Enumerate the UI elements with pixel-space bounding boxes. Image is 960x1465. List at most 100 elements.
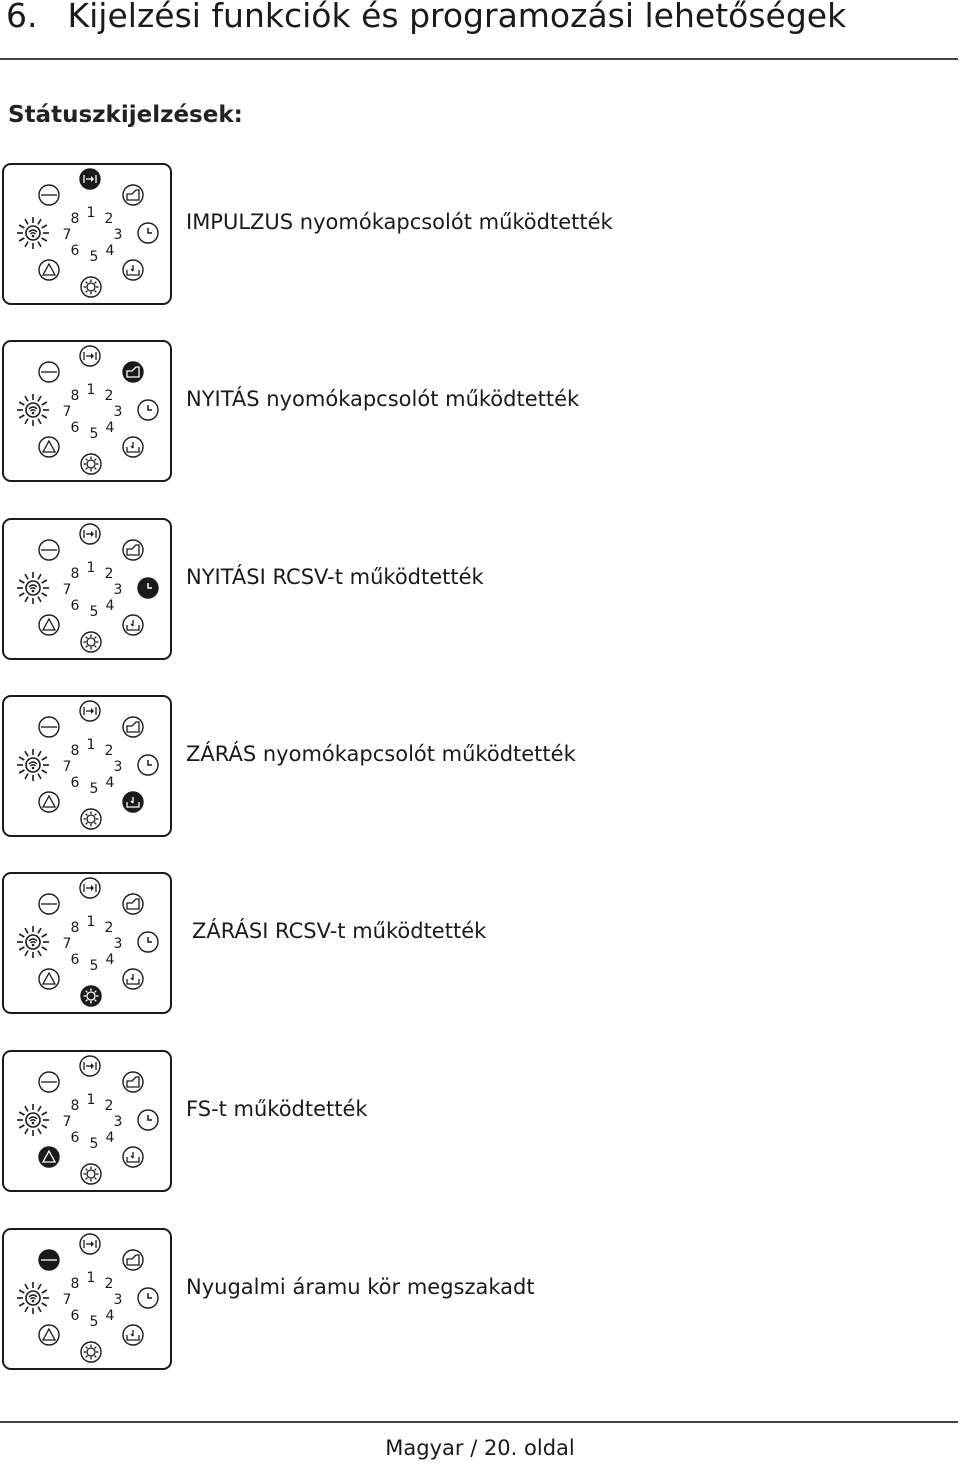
digit-label: 2 xyxy=(105,1276,114,1292)
digit-label: 6 xyxy=(71,243,80,259)
minus-circle-icon xyxy=(38,1071,60,1093)
status-caption: FS-t működtették xyxy=(186,1097,368,1121)
digit-label: 4 xyxy=(106,420,115,436)
gear-sun-icon xyxy=(80,276,102,298)
digit-label: 7 xyxy=(63,1114,72,1130)
gear-sun-icon xyxy=(80,985,102,1007)
digit-label: 1 xyxy=(87,737,96,753)
digit-label: 8 xyxy=(71,388,80,404)
digit-label: 5 xyxy=(90,958,99,974)
triangle-icon xyxy=(38,791,60,813)
digit-label: 6 xyxy=(71,420,80,436)
digit-label: 5 xyxy=(90,1136,99,1152)
digit-label: 2 xyxy=(105,1098,114,1114)
triangle-icon xyxy=(38,259,60,281)
chapter-number: 6. xyxy=(6,0,38,35)
minus-circle-icon xyxy=(38,361,60,383)
digit-label: 8 xyxy=(71,211,80,227)
digit-label: 5 xyxy=(90,426,99,442)
digit-label: 7 xyxy=(63,582,72,598)
impulse-icon xyxy=(79,168,101,190)
clock-icon xyxy=(137,577,159,599)
digit-label: 1 xyxy=(87,914,96,930)
digit-label: 8 xyxy=(71,743,80,759)
digit-label: 5 xyxy=(90,781,99,797)
digit-label: 6 xyxy=(71,598,80,614)
digit-label: 8 xyxy=(71,566,80,582)
digit-label: 6 xyxy=(71,1130,80,1146)
digit-label: 5 xyxy=(90,249,99,265)
minus-circle-icon xyxy=(38,1249,60,1271)
minus-circle-icon xyxy=(38,716,60,738)
digit-label: 4 xyxy=(106,243,115,259)
header-rule xyxy=(0,58,958,60)
digit-label: 8 xyxy=(71,1276,80,1292)
digit-label: 8 xyxy=(71,1098,80,1114)
impulse-icon xyxy=(79,523,101,545)
digit-label: 4 xyxy=(106,1308,115,1324)
status-caption: NYITÁSI RCSV-t működtették xyxy=(186,565,484,589)
impulse-icon xyxy=(79,877,101,899)
digit-label: 7 xyxy=(63,759,72,775)
digit-label: 4 xyxy=(106,775,115,791)
impulse-icon xyxy=(79,1055,101,1077)
close-gate-icon xyxy=(122,1146,144,1168)
clock-icon xyxy=(137,399,159,421)
radio-sun-icon xyxy=(17,394,49,426)
close-gate-icon xyxy=(122,791,144,813)
minus-circle-icon xyxy=(38,893,60,915)
digit-label: 1 xyxy=(87,205,96,221)
clock-icon xyxy=(137,1287,159,1309)
minus-circle-icon xyxy=(38,184,60,206)
digit-label: 4 xyxy=(106,1130,115,1146)
status-caption: ZÁRÁSI RCSV-t működtették xyxy=(192,919,487,943)
clock-icon xyxy=(137,222,159,244)
gear-sun-icon xyxy=(80,453,102,475)
digit-label: 4 xyxy=(106,952,115,968)
radio-sun-icon xyxy=(17,217,49,249)
triangle-icon xyxy=(38,1146,60,1168)
digit-label: 1 xyxy=(87,382,96,398)
status-caption: IMPULZUS nyomókapcsolót működtették xyxy=(186,210,613,234)
digit-label: 3 xyxy=(114,759,123,775)
page-title: 6. Kijelzési funkciók és programozási leh… xyxy=(6,0,846,35)
digit-label: 1 xyxy=(87,1092,96,1108)
impulse-icon xyxy=(79,345,101,367)
digit-label: 6 xyxy=(71,775,80,791)
digit-label: 2 xyxy=(105,566,114,582)
digit-label: 1 xyxy=(87,560,96,576)
open-gate-icon xyxy=(122,716,144,738)
digit-label: 3 xyxy=(114,582,123,598)
digit-label: 1 xyxy=(87,1270,96,1286)
chapter-title: Kijelzési funkciók és programozási lehet… xyxy=(67,0,847,35)
digit-label: 3 xyxy=(114,1114,123,1130)
digit-label: 7 xyxy=(63,936,72,952)
digit-label: 3 xyxy=(114,227,123,243)
digit-label: 2 xyxy=(105,920,114,936)
radio-sun-icon xyxy=(17,1104,49,1136)
open-gate-icon xyxy=(122,893,144,915)
radio-sun-icon xyxy=(17,926,49,958)
digit-label: 8 xyxy=(71,920,80,936)
open-gate-icon xyxy=(122,1249,144,1271)
triangle-icon xyxy=(38,436,60,458)
gear-sun-icon xyxy=(80,631,102,653)
triangle-icon xyxy=(38,614,60,636)
status-caption: ZÁRÁS nyomókapcsolót működtették xyxy=(186,742,576,766)
digit-label: 7 xyxy=(63,227,72,243)
open-gate-icon xyxy=(122,361,144,383)
digit-label: 5 xyxy=(90,1314,99,1330)
close-gate-icon xyxy=(122,436,144,458)
radio-sun-icon xyxy=(17,572,49,604)
radio-sun-icon xyxy=(17,749,49,781)
